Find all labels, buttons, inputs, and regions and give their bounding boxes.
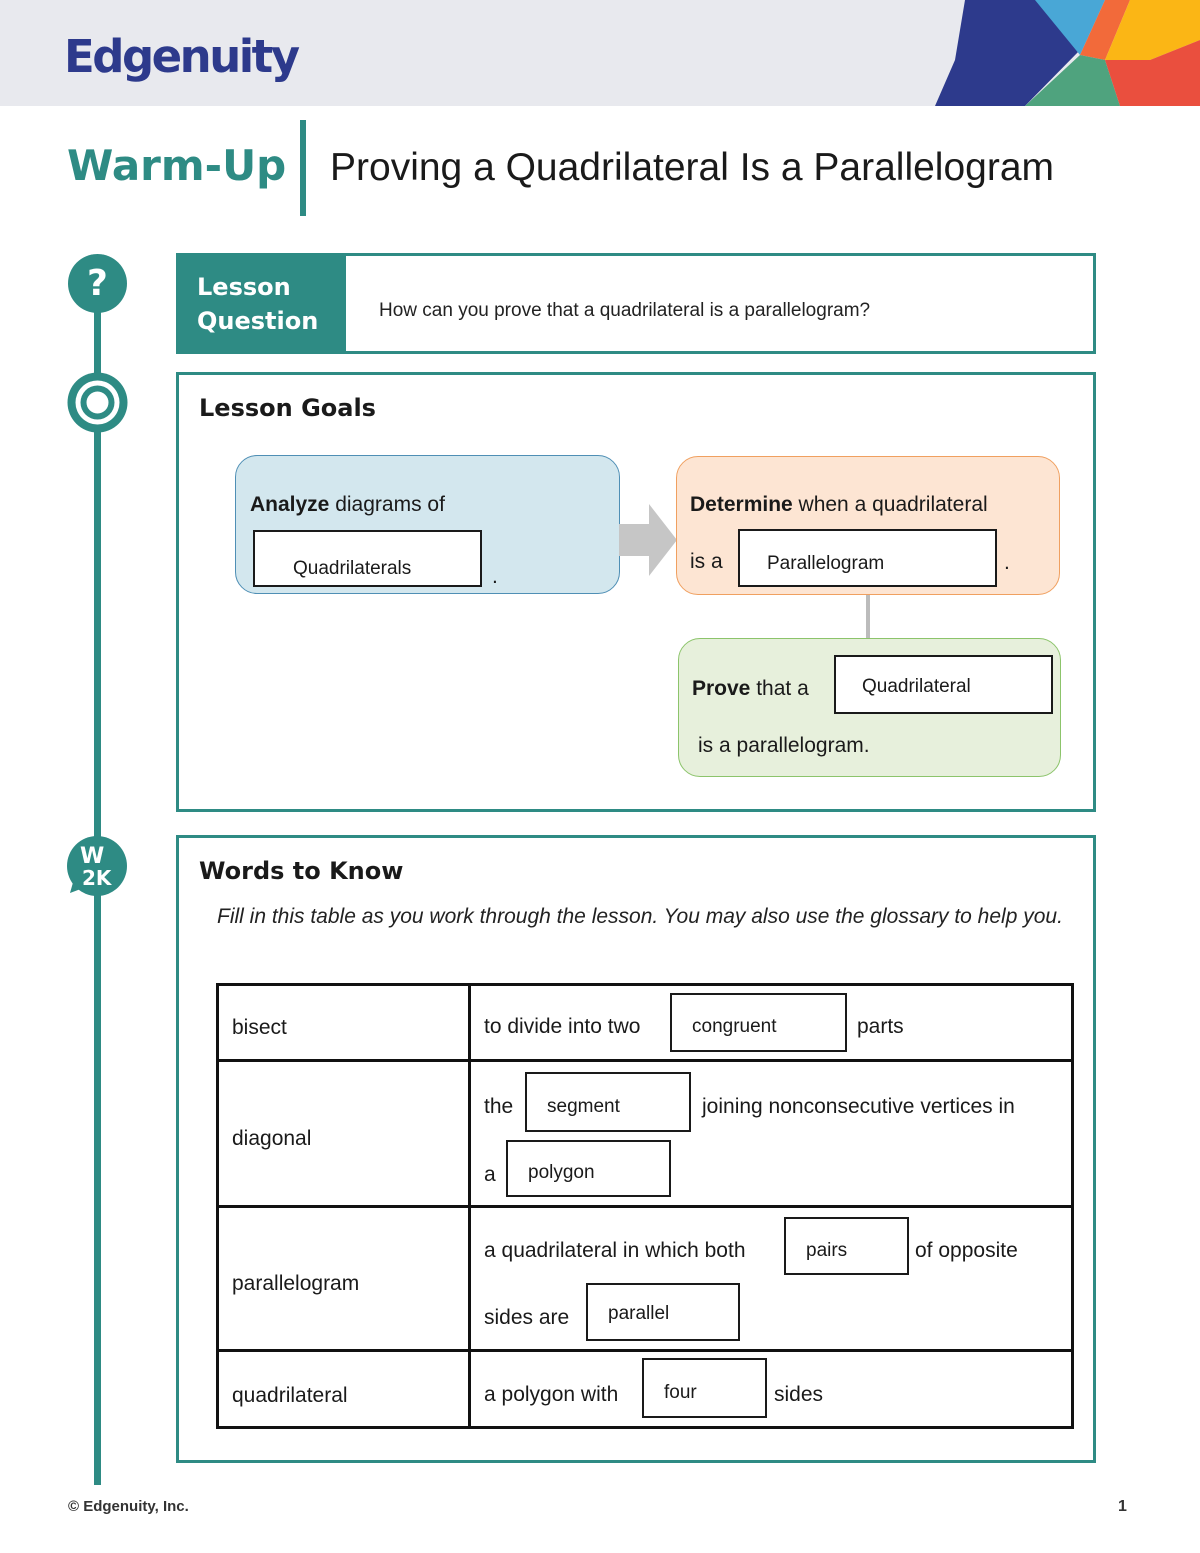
term-parallelogram: parallelogram [232, 1272, 360, 1295]
vocabulary-table: bisect to divide into two congruent part… [216, 983, 1074, 1429]
lesson-question-label: Lesson Question [197, 270, 318, 338]
goal3-answer-box[interactable]: Quadrilateral [834, 655, 1053, 714]
table-border-bottom [216, 1426, 1074, 1429]
goal3-text: Prove that a [692, 678, 809, 699]
goal2-rest: when a quadrilateral [792, 493, 988, 516]
svg-text:2K: 2K [82, 866, 113, 890]
answer-box[interactable]: parallel [586, 1283, 740, 1341]
goal2-line2: is a [690, 550, 723, 573]
definition-text: joining nonconsecutive vertices in [702, 1095, 1015, 1118]
table-border-left [216, 983, 219, 1429]
label-line1: Lesson [197, 273, 291, 301]
table-row-divider [216, 1349, 1074, 1352]
goal1-period: . [492, 565, 498, 588]
edgenuity-logo: Edgenuity [64, 30, 300, 83]
table-border-right [1071, 983, 1074, 1429]
goal1-rest: diagrams of [329, 493, 445, 516]
lesson-goals-heading: Lesson Goals [199, 394, 376, 422]
answer-box[interactable]: segment [525, 1072, 691, 1132]
goal2-period: . [1004, 551, 1010, 574]
term-diagonal: diagonal [232, 1127, 312, 1150]
table-row-divider [216, 1059, 1074, 1062]
answer-box[interactable]: congruent [670, 993, 847, 1052]
answer-box[interactable]: four [642, 1358, 767, 1418]
goal3-rest: that a [750, 677, 809, 700]
lesson-question-label-bg [176, 253, 346, 354]
goal2-verb: Determine [690, 493, 793, 516]
term-quadrilateral: quadrilateral [232, 1384, 348, 1407]
table-column-divider [468, 983, 471, 1429]
lesson-goals-box [176, 372, 1096, 812]
goal3-verb: Prove [692, 677, 751, 700]
words-instructions: Fill in this table as you work through t… [217, 905, 1063, 928]
lesson-title: Proving a Quadrilateral Is a Parallelogr… [330, 146, 1055, 189]
arrow-right-icon [619, 504, 677, 576]
answer-box[interactable]: polygon [506, 1140, 671, 1197]
goal1-verb: Analyze [250, 493, 330, 516]
page-number: 1 [1118, 1498, 1127, 1515]
question-mark-icon: ? [68, 254, 127, 313]
definition-text: sides are [484, 1306, 570, 1329]
svg-text:W: W [80, 844, 104, 869]
definition-text: a polygon with [484, 1383, 619, 1406]
goal1-text: Analyze diagrams of [250, 494, 445, 515]
lesson-question-text: How can you prove that a quadrilateral i… [379, 300, 871, 321]
title-divider [300, 120, 306, 216]
target-icon [67, 372, 128, 433]
definition-text: a [484, 1163, 496, 1186]
words-to-know-heading: Words to Know [199, 857, 404, 885]
goal2-answer-box[interactable]: Parallelogram [738, 529, 997, 587]
definition-text: of opposite [915, 1239, 1018, 1262]
definition-text: to divide into two [484, 1015, 641, 1038]
w2k-icon: W 2K [67, 836, 127, 896]
decorative-corner-graphic [930, 0, 1200, 106]
goal-connector [866, 595, 870, 638]
term-bisect: bisect [232, 1016, 287, 1039]
words-to-know-box [176, 835, 1096, 1463]
goal2-text: Determine when a quadrilateral [690, 494, 988, 515]
definition-text: a quadrilateral in which both [484, 1239, 746, 1262]
definition-text: parts [857, 1015, 904, 1038]
goal1-answer-box[interactable]: Quadrilaterals [253, 530, 482, 587]
copyright-text: © Edgenuity, Inc. [68, 1498, 189, 1515]
table-border-top [216, 983, 1074, 986]
warm-up-label: Warm-Up [67, 141, 287, 190]
table-row-divider [216, 1205, 1074, 1208]
goal3-line2: is a parallelogram. [698, 734, 870, 757]
definition-text: sides [774, 1383, 824, 1406]
answer-box[interactable]: pairs [784, 1217, 909, 1275]
definition-text: the [484, 1095, 514, 1118]
label-line2: Question [197, 307, 319, 335]
